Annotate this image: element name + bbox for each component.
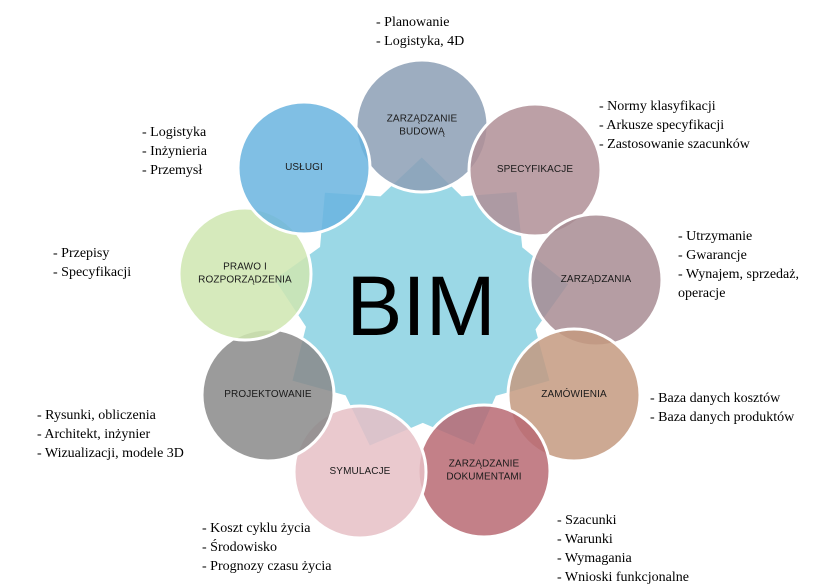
note-uslugi: - Logistyka - Inżynieria - Przemysł bbox=[142, 125, 207, 178]
circle-specyfikacje bbox=[467, 102, 603, 238]
circle-label-uslugi: USŁUGI bbox=[285, 161, 323, 173]
circle-label-specyfikacje: SPECYFIKACJE bbox=[496, 163, 574, 175]
circle-zamowienia bbox=[506, 327, 642, 463]
circle-label-zamowienia: ZAMÓWIENIA bbox=[541, 388, 607, 400]
circle-label-symulacje: SYMULACJE bbox=[329, 465, 391, 477]
circle-label-projektowanie: PROJEKTOWANIE bbox=[224, 388, 312, 400]
note-projektowanie: - Rysunki, obliczenia - Architekt, inżyn… bbox=[37, 408, 184, 461]
circle-symulacje bbox=[292, 404, 428, 540]
bim-center-label: BIM bbox=[346, 259, 496, 353]
note-zarzadzanie-budowa: - Planowanie - Logistyka, 4D bbox=[376, 15, 465, 49]
circle-prawo bbox=[177, 206, 313, 342]
note-symulacje: - Koszt cyklu życia - Środowisko - Progn… bbox=[202, 521, 332, 574]
circle-uslugi bbox=[236, 100, 372, 236]
note-zamowienia: - Baza danych kosztów - Baza danych prod… bbox=[650, 391, 795, 425]
note-specyfikacje: - Normy klasyfikacji - Arkusze specyfika… bbox=[599, 99, 750, 152]
circle-label-zarzadzania: ZARZĄDZANIA bbox=[560, 273, 632, 285]
note-zarzadzania: - Utrzymanie - Gwarancje - Wynajem, sprz… bbox=[678, 229, 799, 301]
note-prawo: - Przepisy - Specyfikacji bbox=[53, 246, 132, 280]
bim-center-shape bbox=[272, 154, 571, 449]
note-zarzadzanie-dokumentami: - Szacunki - Warunki - Wymagania - Wnios… bbox=[557, 513, 689, 585]
